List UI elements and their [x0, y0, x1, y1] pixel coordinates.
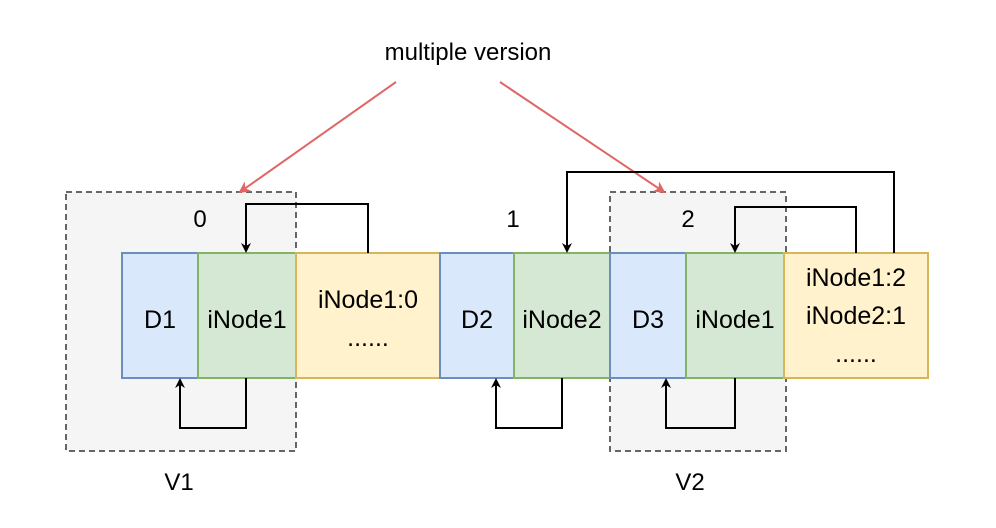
- version-label-v1: V1: [164, 469, 193, 496]
- block-map-v2: iNode1:2 iNode2:1 ......: [783, 252, 929, 379]
- block-map-v1-line2: ......: [347, 324, 389, 352]
- block-inode1-v1: iNode1: [197, 252, 297, 379]
- annotation-text: multiple version: [385, 39, 552, 66]
- version-label-v2: V2: [675, 469, 704, 496]
- block-map-v2-line1: iNode1:2: [806, 264, 906, 292]
- block-map-v2-line2: iNode2:1: [806, 302, 906, 330]
- arrow-inode1-v2-to-d3: [661, 378, 736, 429]
- block-d1: D1: [121, 252, 199, 379]
- block-inode1-v2-label: iNode1: [695, 306, 774, 334]
- arrow-map-v2-to-inode2: [562, 171, 895, 253]
- block-inode1-v1-label: iNode1: [207, 306, 286, 334]
- block-d2: D2: [439, 252, 515, 379]
- arrow-inode1-v1-to-d1: [175, 378, 247, 429]
- block-map-v1: iNode1:0 ......: [295, 252, 441, 379]
- block-d3-label: D3: [632, 306, 664, 334]
- segment-number-0: 0: [193, 206, 206, 233]
- annotation-arrow-right: [499, 81, 666, 194]
- arrow-map-v1-to-inode1: [241, 203, 369, 253]
- block-d1-label: D1: [144, 306, 176, 334]
- block-inode1-v2: iNode1: [685, 252, 785, 379]
- block-inode2-label: iNode2: [522, 306, 601, 334]
- arrow-map-v2-to-inode1: [730, 206, 857, 253]
- block-d2-label: D2: [461, 306, 493, 334]
- segment-number-1: 1: [506, 206, 519, 233]
- block-d3: D3: [609, 252, 687, 379]
- annotation-arrow-left: [238, 81, 397, 194]
- block-map-v1-line1: iNode1:0: [318, 286, 418, 314]
- block-inode2: iNode2: [513, 252, 611, 379]
- segment-number-2: 2: [681, 206, 694, 233]
- arrow-inode2-to-d2: [491, 378, 563, 429]
- block-map-v2-line3: ......: [835, 340, 877, 368]
